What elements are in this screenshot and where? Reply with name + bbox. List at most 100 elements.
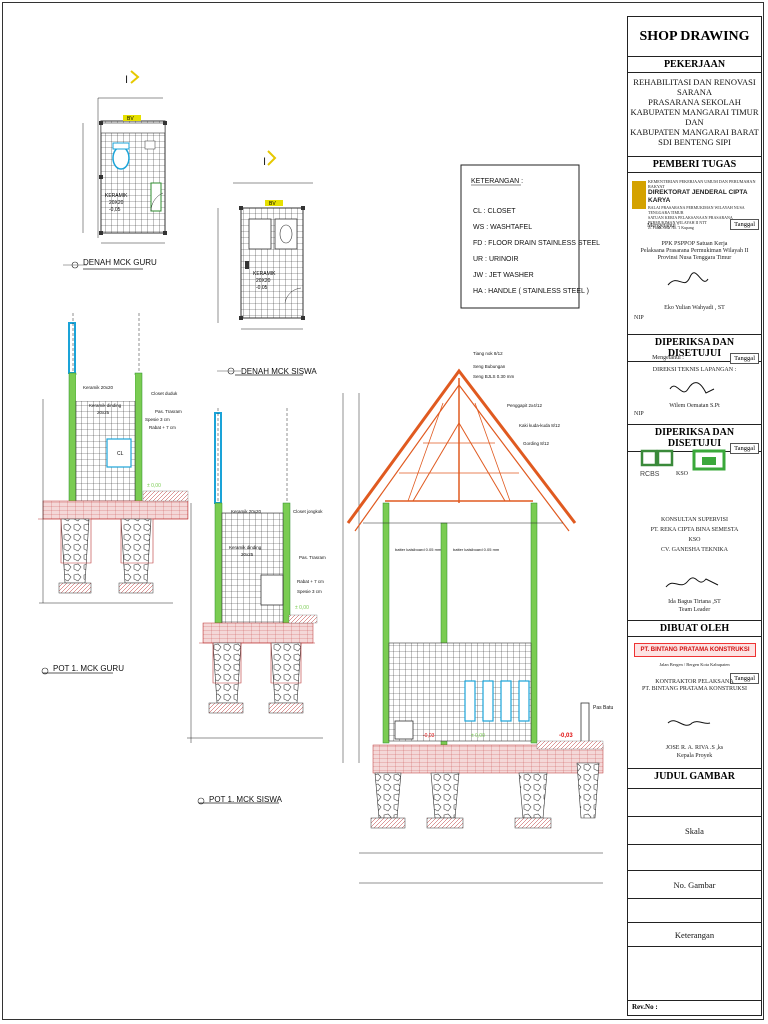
pekerjaan-line: SDI BENTENG SIPI xyxy=(658,137,731,147)
signature-icon xyxy=(665,577,719,588)
rev-row: Rev.No : xyxy=(628,1001,761,1015)
section-urinal-roof: Tiang nok 8/12 Seng Bubungan Seng BJLS 0… xyxy=(342,351,614,884)
svg-text:Seng Bubungan: Seng Bubungan xyxy=(473,364,506,369)
pemberi-tugas-header: PEMBERI TUGAS xyxy=(628,157,761,173)
skala-label-row: Skala xyxy=(628,817,761,845)
section-guru: CL Keramik 20x20 Closet duduk Spesie 3 c… xyxy=(38,313,189,675)
title-pot-guru: POT 1. MCK GURU xyxy=(53,664,124,673)
svg-text:Keramik 20x20: Keramik 20x20 xyxy=(231,509,262,514)
svg-text:Closet jongkok: Closet jongkok xyxy=(293,509,323,514)
svg-text:Kaki kuda-kuda 8/12: Kaki kuda-kuda 8/12 xyxy=(519,423,561,428)
legend-item: FD : FLOOR DRAIN STAINLESS STEEL xyxy=(473,240,600,247)
svg-text:Pas. Trasram: Pas. Trasram xyxy=(299,555,326,560)
keramik-label-siswa: KERAMIK xyxy=(253,271,276,277)
section-mark-siswa: I xyxy=(263,156,266,168)
title-denah-siswa: DENAH MCK SISWA xyxy=(241,367,317,376)
tanggal-field: Tanggal xyxy=(730,219,759,230)
svg-text:Keramik dinding: Keramik dinding xyxy=(89,403,122,408)
svg-text:Spesie 3 cm: Spesie 3 cm xyxy=(297,589,322,594)
plan-siswa: I BV KERAMIK 20X20 -0,05 DENAH MCK SISWA xyxy=(217,150,317,376)
title-block: SHOP DRAWING PEKERJAAN REHABILITASI DAN … xyxy=(627,16,762,1016)
section-siswa: Keramik 20x20 Closet jongkok Keramik din… xyxy=(187,408,326,805)
svg-text:Closet duduk: Closet duduk xyxy=(151,391,178,396)
tanggal-field: Tanggal xyxy=(730,353,759,364)
rcbs-logo-text: RCBS xyxy=(640,471,660,478)
title-pot-siswa: POT 1. MCK SISWA xyxy=(209,795,283,804)
legend-item: CL : CLOSET xyxy=(473,208,516,215)
svg-text:-0,03: -0,03 xyxy=(559,733,573,739)
svg-text:20x25: 20x25 xyxy=(241,552,254,557)
legend-item: WS : WASHTAFEL xyxy=(473,224,532,231)
tanggal-field: Tanggal xyxy=(730,673,759,684)
signature-icon xyxy=(667,272,709,286)
pekerjaan-line: REHABILITASI DAN RENOVASI SARANA xyxy=(633,77,756,97)
legend-title: KETERANGAN : xyxy=(471,178,523,185)
no-gambar-label: No. Gambar xyxy=(673,880,716,890)
no-gambar-field xyxy=(628,899,761,923)
keramik-label-guru: KERAMIK xyxy=(105,193,128,199)
skala-field xyxy=(628,845,761,871)
ganesha-logo-icon xyxy=(692,449,726,471)
svg-text:Rabat + 7 cm: Rabat + 7 cm xyxy=(297,579,324,584)
bv-label-siswa: BV xyxy=(269,201,276,207)
keterangan-field xyxy=(628,947,761,1001)
svg-text:-0,05: -0,05 xyxy=(256,285,268,291)
svg-text:± 0,00: ± 0,00 xyxy=(147,483,161,489)
svg-text:20X20: 20X20 xyxy=(109,200,124,206)
keterangan-label-row: Keterangan xyxy=(628,923,761,947)
svg-text:20X20: 20X20 xyxy=(256,278,271,284)
svg-text:20x25: 20x25 xyxy=(97,410,110,415)
keterangan-label: Keterangan xyxy=(674,930,715,940)
pekerjaan-section: PEKERJAAN REHABILITASI DAN RENOVASI SARA… xyxy=(628,57,761,157)
section-mark-guru: I xyxy=(125,74,128,86)
rcbs-logo-icon xyxy=(640,449,674,467)
bv-label-guru: BV xyxy=(127,116,134,122)
legend-box: KETERANGAN : CL : CLOSET WS : WASHTAFEL … xyxy=(460,164,600,309)
contractor-logo: PT. BINTANG PRATAMA KONSTRUKSI xyxy=(634,643,756,657)
signature-icon xyxy=(667,720,711,726)
skala-label: Skala xyxy=(685,826,704,836)
svg-text:Keramik dinding: Keramik dinding xyxy=(229,545,262,550)
dibuat-oleh-section: DIBUAT OLEH PT. BINTANG PRATAMA KONSTRUK… xyxy=(628,621,761,769)
svg-text:batter kalsiboard 0.05 mm: batter kalsiboard 0.05 mm xyxy=(395,547,442,552)
pekerjaan-header: PEKERJAAN xyxy=(628,57,761,73)
svg-text:Gording 8/12: Gording 8/12 xyxy=(523,441,550,446)
svg-text:Penggapit 2x4/12: Penggapit 2x4/12 xyxy=(507,403,543,408)
svg-text:Keramik 20x20: Keramik 20x20 xyxy=(83,385,114,390)
svg-text:± 0,00: ± 0,00 xyxy=(471,733,485,739)
judul-gambar-field xyxy=(628,789,761,817)
svg-text:± 0,00: ± 0,00 xyxy=(295,605,309,611)
no-gambar-label-row: No. Gambar xyxy=(628,871,761,899)
rev-label: Rev.No : xyxy=(632,1003,658,1011)
cl-label: CL xyxy=(117,451,124,457)
svg-text:Pas. Trasram: Pas. Trasram xyxy=(155,409,182,414)
pupr-logo-icon xyxy=(632,181,646,209)
pekerjaan-line: KABUPATEN MANGARAI BARAT xyxy=(630,127,759,137)
dibuat-oleh-header: DIBUAT OLEH xyxy=(628,621,761,637)
pekerjaan-line: KABUPATEN MANGARAI TIMUR DAN xyxy=(630,107,759,127)
sheet-title: SHOP DRAWING xyxy=(639,29,750,44)
diperiksa-section-2: DIPERIKSA DAN DISETUJUI Tanggal RCBS KSO… xyxy=(628,425,761,621)
svg-text:-0,03: -0,03 xyxy=(423,733,435,739)
judul-gambar-section: JUDUL GAMBAR xyxy=(628,769,761,789)
title-denah-guru: DENAH MCK GURU xyxy=(83,258,157,267)
pemberi-tugas-org: KEMENTERIAN PEKERJAAN UMUM DAN PERUMAHAN… xyxy=(648,179,756,230)
svg-text:batter kalsiboard 0.05 mm: batter kalsiboard 0.05 mm xyxy=(453,547,500,552)
title-section: SHOP DRAWING xyxy=(628,17,761,57)
svg-text:Tiang nok 8/12: Tiang nok 8/12 xyxy=(473,351,503,356)
cad-drawing: I BV KERAMIK 20X20 -0,05 DENAH MCK GURU … xyxy=(38,70,614,884)
judul-gambar-header: JUDUL GAMBAR xyxy=(628,769,761,784)
svg-text:Seng BJLS 0.30 mm: Seng BJLS 0.30 mm xyxy=(473,374,515,379)
legend-item: HA : HANDLE ( STAINLESS STEEL ) xyxy=(473,288,589,295)
pemberi-tugas-section: PEMBERI TUGAS KEMENTERIAN PEKERJAAN UMUM… xyxy=(628,157,761,335)
svg-text:Rabat + 7 cm: Rabat + 7 cm xyxy=(149,425,176,430)
pekerjaan-line: PRASARANA SEKOLAH xyxy=(648,97,741,107)
tanggal-field: Tanggal xyxy=(730,443,759,454)
svg-text:-0,05: -0,05 xyxy=(109,207,121,213)
legend-item: JW : JET WASHER xyxy=(473,272,534,279)
legend-item: UR : URINOIR xyxy=(473,256,519,263)
svg-text:Spesie 3 cm: Spesie 3 cm xyxy=(145,417,170,422)
plan-guru: I BV KERAMIK 20X20 -0,05 DENAH MCK GURU xyxy=(63,70,167,270)
svg-text:Pas Batu: Pas Batu xyxy=(593,705,614,711)
